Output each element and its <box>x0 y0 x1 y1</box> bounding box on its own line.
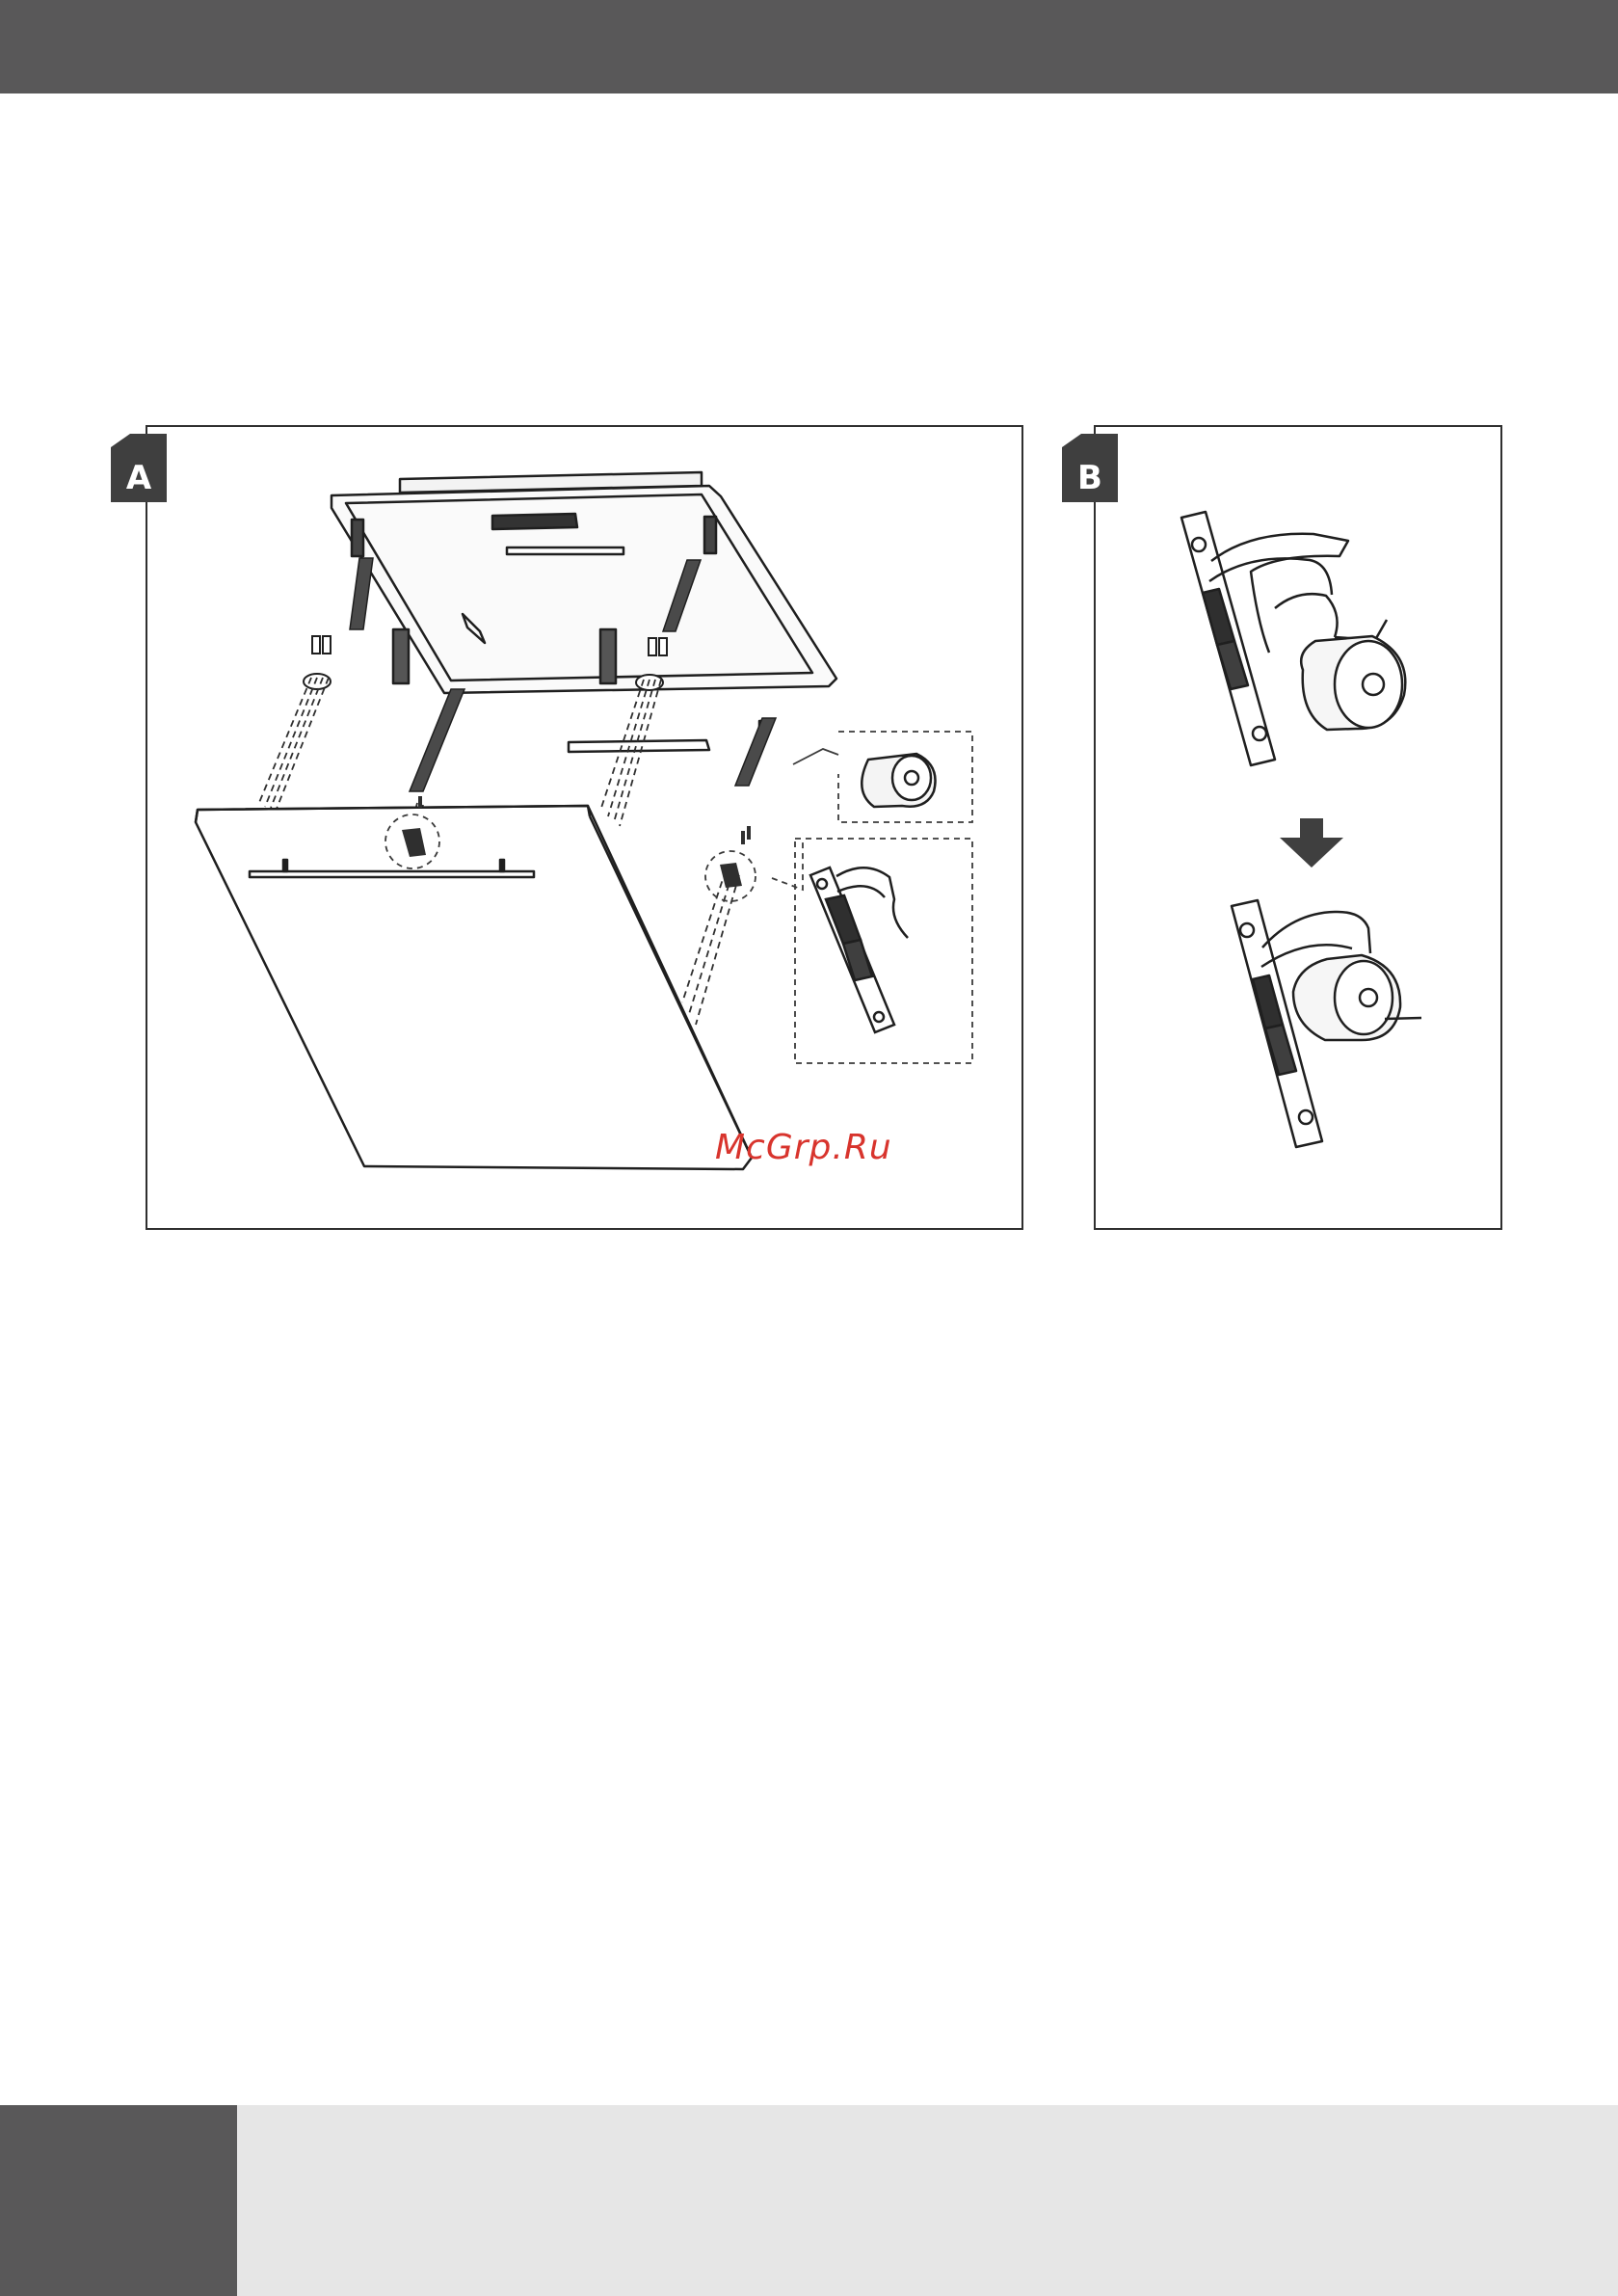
figure-b-label: B <box>1062 459 1118 497</box>
footer-tab <box>0 2105 237 2296</box>
watermark-text: McGrp.Ru <box>715 1127 892 1169</box>
handle-slot <box>507 547 623 554</box>
down-arrow-icon <box>1280 818 1343 868</box>
header-bar <box>0 0 1618 93</box>
figure-a-label: A <box>111 459 167 497</box>
figure-b-panel <box>1094 425 1502 1230</box>
figure-a-badge: A <box>111 434 167 502</box>
footer-band <box>237 2105 1618 2296</box>
figure-b-illustration <box>1096 427 1504 1232</box>
figure-b-badge: B <box>1062 434 1118 502</box>
figure-a-panel <box>146 425 1023 1230</box>
door-panel <box>196 806 752 1169</box>
figure-a-illustration <box>147 427 1025 1232</box>
